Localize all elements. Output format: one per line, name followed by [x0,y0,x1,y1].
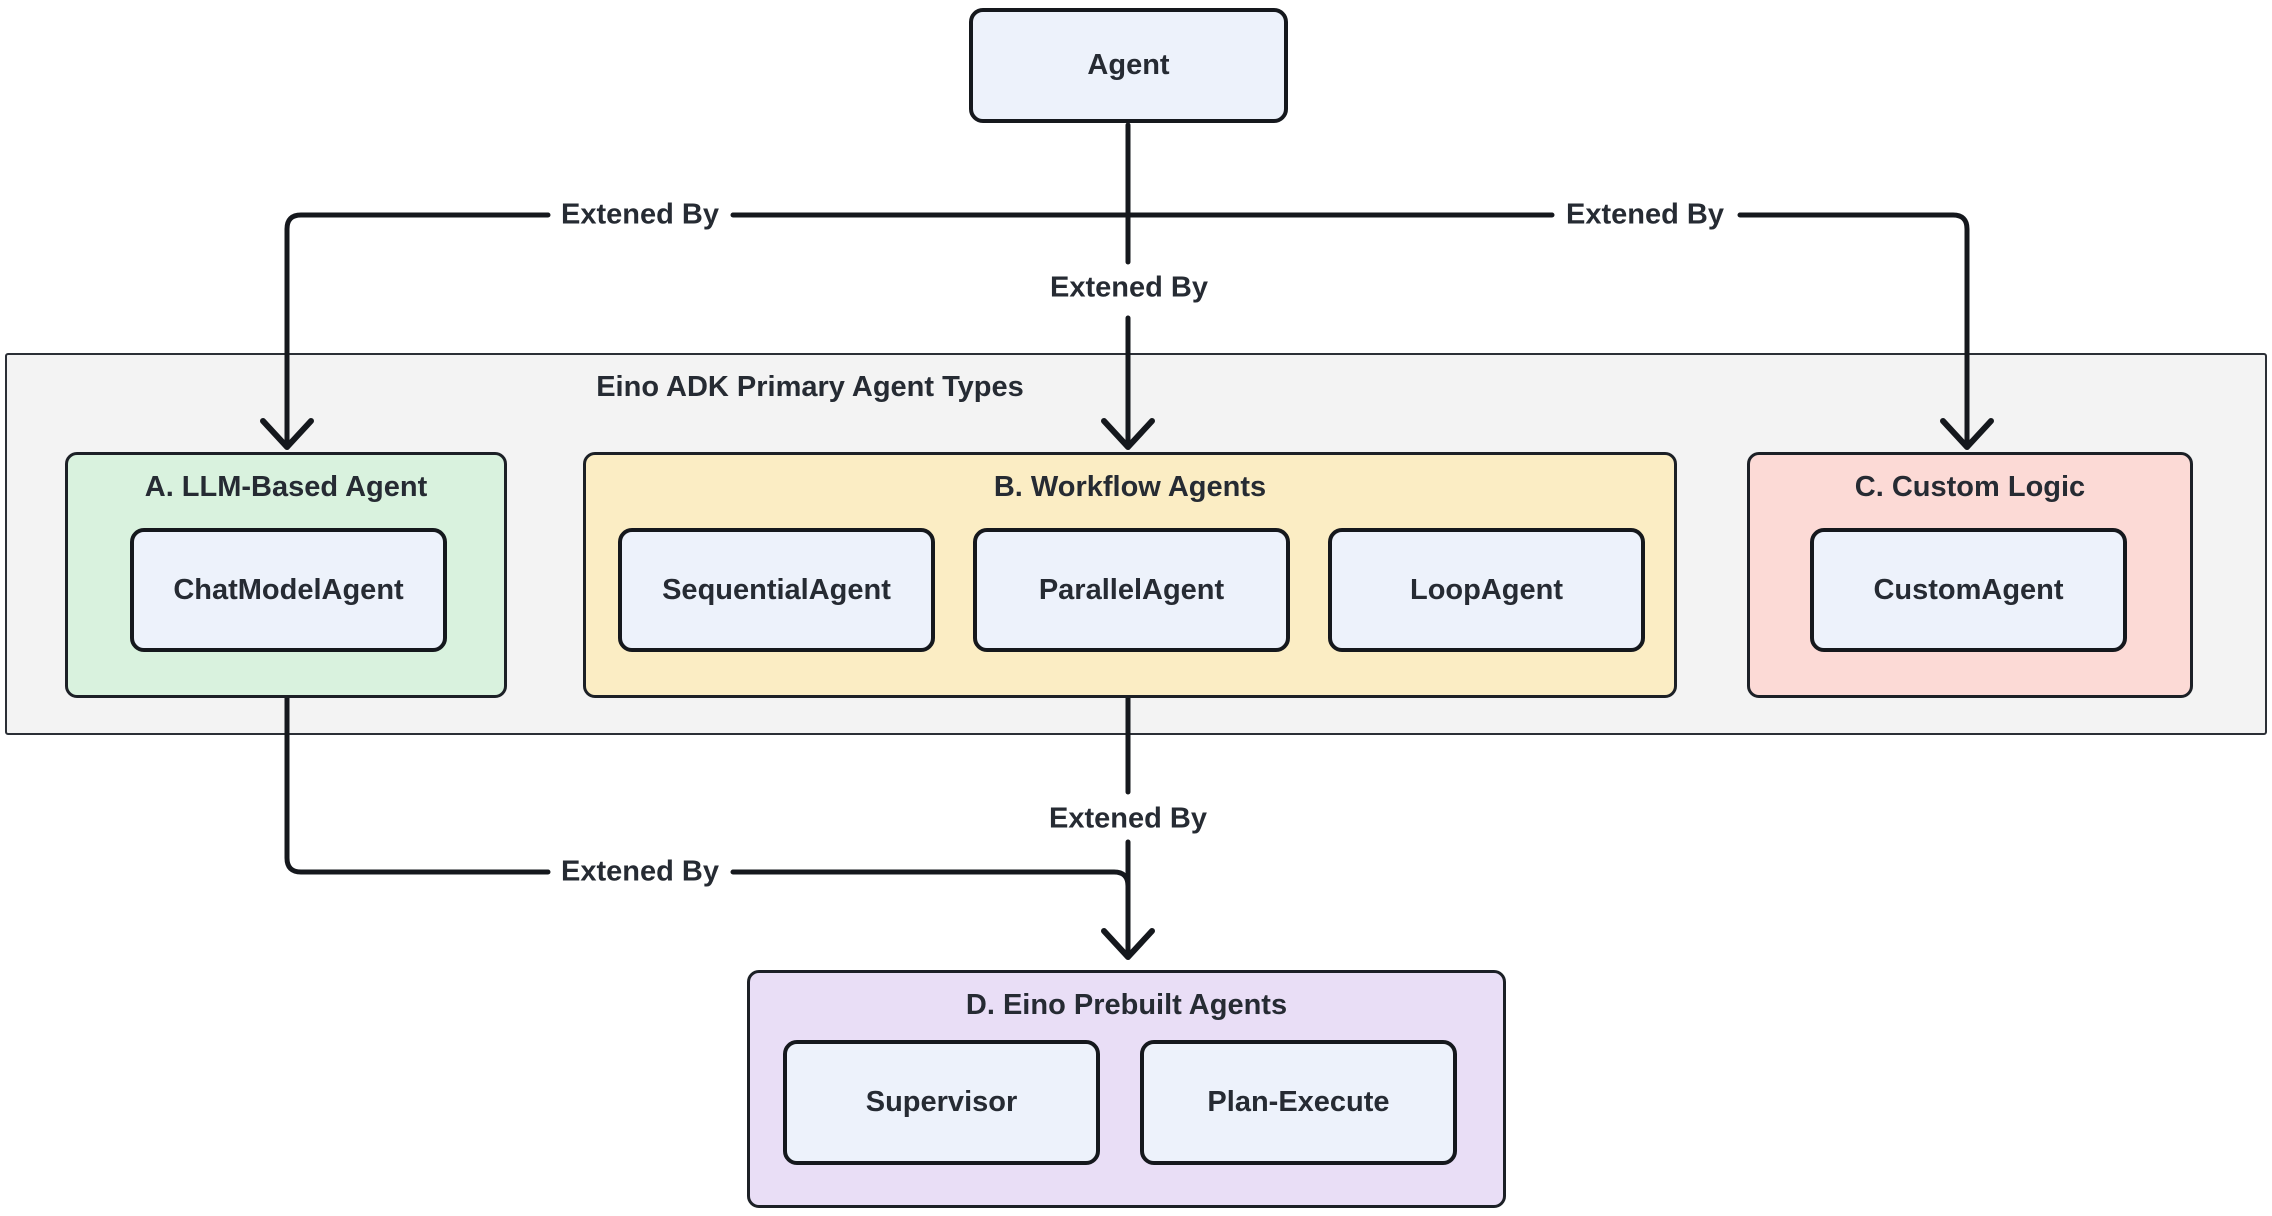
node-plan-execute: Plan-Execute [1140,1040,1457,1165]
group-eino-prebuilt-agents-title: D. Eino Prebuilt Agents [965,989,1288,1021]
group-custom-logic-title: C. Custom Logic [1854,471,2086,503]
edge-label-bottom-left: Extened By [551,853,729,891]
arrowhead-into-group-d [1101,928,1155,960]
node-agent: Agent [969,8,1288,123]
node-loop-agent: LoopAgent [1328,528,1645,652]
node-sequential-agent: SequentialAgent [618,528,935,652]
group-workflow-agents-title: B. Workflow Agents [993,471,1267,503]
container-title: Eino ADK Primary Agent Types [596,371,1024,403]
edge-label-top-right: Extened By [1556,196,1734,234]
node-sequential-agent-label: SequentialAgent [662,573,891,606]
edge-label-top-left: Extened By [551,196,729,234]
group-llm-based-agent-title: A. LLM-Based Agent [144,471,428,503]
node-parallel-agent: ParallelAgent [973,528,1290,652]
node-agent-label: Agent [1087,49,1170,81]
edge-label-bottom-center: Extened By [1039,800,1217,838]
node-chat-model-agent: ChatModelAgent [130,528,447,652]
node-loop-agent-label: LoopAgent [1409,573,1563,606]
node-plan-execute-label: Plan-Execute [1207,1086,1390,1118]
edge-a-down-right [730,869,1131,889]
node-custom-agent: CustomAgent [1810,528,2127,652]
node-custom-agent-label: CustomAgent [1873,573,2064,606]
node-supervisor-label: Supervisor [865,1086,1018,1118]
edge-label-top-center: Extened By [1040,269,1218,307]
node-parallel-agent-label: ParallelAgent [1038,573,1225,606]
node-supervisor: Supervisor [783,1040,1100,1165]
node-chat-model-agent-label: ChatModelAgent [173,573,404,606]
